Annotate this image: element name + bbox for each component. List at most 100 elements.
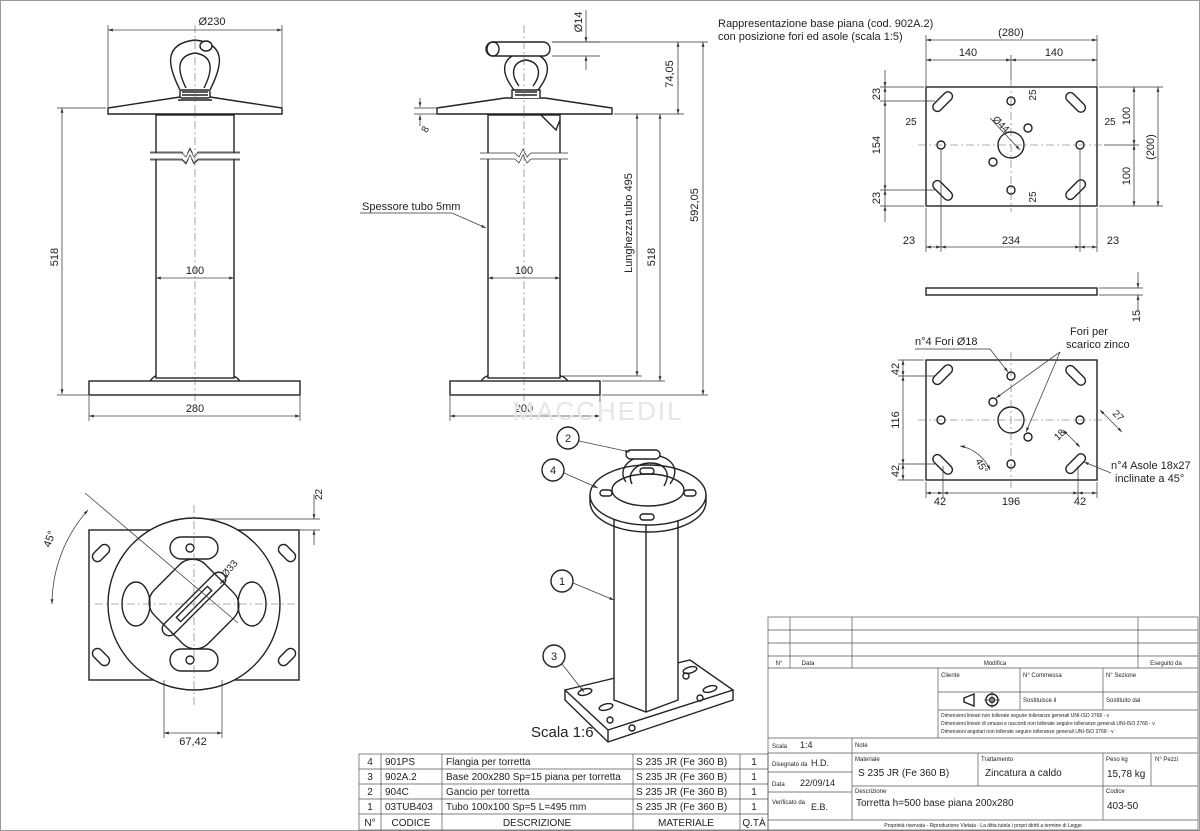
svg-text:2: 2 bbox=[565, 433, 571, 445]
base-detail-bottom: n°4 Fori Ø18 Fori per scarico zinco 42 1… bbox=[890, 326, 1191, 508]
note-label: Note bbox=[855, 743, 868, 749]
bom-row-n: 3 bbox=[367, 772, 373, 783]
projection-symbol bbox=[963, 692, 1000, 708]
balloon-4: 4 bbox=[541, 458, 599, 489]
side-total-label: 592,05 bbox=[689, 188, 701, 222]
peso-value: 15,78 kg bbox=[1107, 769, 1145, 780]
side-hook-dia-label: Ø14 bbox=[573, 12, 585, 33]
footer-rights: Proprietà riservata - Riproduzione Vieta… bbox=[884, 823, 1082, 829]
bom-row-code: 904C bbox=[385, 787, 409, 798]
side-tube-width-label: 100 bbox=[515, 265, 533, 277]
side-view: Ø14 74,05 592,05 518 Lunghezza tubo 495 … bbox=[360, 10, 708, 421]
base-234-label: 234 bbox=[1002, 235, 1020, 247]
tube-thickness-note: Spessore tubo 5mm bbox=[362, 201, 460, 213]
side-base-plate bbox=[449, 380, 601, 396]
peso-label: Peso kg bbox=[1106, 757, 1128, 763]
iso-scale-label: Scala 1:6 bbox=[531, 724, 594, 741]
base-detail-subtitle: con posizione fori ed asole (scala 1:5) bbox=[718, 31, 903, 43]
base-140b-label: 140 bbox=[1045, 47, 1063, 59]
rev-data-header: Data bbox=[802, 661, 815, 667]
bom-row-n: 1 bbox=[367, 802, 373, 813]
pezzi-label: N° Pezzi bbox=[1155, 757, 1178, 763]
front-base-plate bbox=[88, 380, 301, 396]
bom-row-desc: Flangia per torretta bbox=[446, 757, 531, 768]
bom-row-desc: Tubo 100x100 Sp=5 L=495 mm bbox=[446, 802, 586, 813]
base-280-label: (280) bbox=[998, 27, 1024, 39]
base-25d-label: 25 bbox=[1028, 191, 1039, 203]
base-plate-side-outline bbox=[925, 287, 1098, 296]
base-100a-label: 100 bbox=[1121, 107, 1133, 125]
rev-eseguito-header: Eseguito da bbox=[1150, 661, 1182, 667]
side-518-label: 518 bbox=[646, 248, 658, 266]
front-height-label: 518 bbox=[49, 248, 61, 266]
base-23c-label: 23 bbox=[903, 235, 915, 247]
base-100b-label: 100 bbox=[1121, 167, 1133, 185]
bot-42c-label: 42 bbox=[934, 496, 946, 508]
bom-header-code: CODICE bbox=[392, 818, 431, 829]
bom-row-mat: S 235 JR (Fe 360 B) bbox=[636, 772, 727, 783]
bom-row-qty: 1 bbox=[751, 787, 757, 798]
verificato-value: E.B. bbox=[811, 802, 828, 812]
side-flange bbox=[436, 97, 613, 115]
front-view: Ø230 518 100 280 bbox=[49, 16, 301, 421]
disegnato-label: Disegnato da bbox=[772, 762, 808, 768]
front-base-width-label: 280 bbox=[186, 403, 204, 415]
sostituisce-label: Sostituisce il bbox=[1023, 698, 1056, 704]
bot-116-label: 116 bbox=[890, 411, 902, 429]
bot-42b-label: 42 bbox=[890, 465, 902, 477]
base-25b-label: 25 bbox=[1104, 117, 1116, 128]
asole-label-2: inclinate a 45° bbox=[1115, 473, 1184, 485]
side-base-width-label: 200 bbox=[515, 403, 533, 415]
scarico-label-2: scarico zinco bbox=[1066, 339, 1130, 351]
base-15-label: 15 bbox=[1131, 310, 1143, 322]
top-22-label: 22 bbox=[314, 488, 325, 500]
bom-row-mat: S 235 JR (Fe 360 B) bbox=[636, 802, 727, 813]
base-25c-label: 25 bbox=[1028, 89, 1039, 101]
svg-text:3: 3 bbox=[551, 651, 557, 663]
svg-text:1: 1 bbox=[559, 576, 565, 588]
bom-row-code: 902A.2 bbox=[385, 772, 417, 783]
data-value: 22/09/14 bbox=[800, 778, 835, 788]
bom-header-qty: Q.TÀ bbox=[742, 816, 766, 829]
bom-row-qty: 1 bbox=[751, 772, 757, 783]
side-flange-thickness-label: 8 bbox=[420, 124, 433, 135]
disegnato-value: H.D. bbox=[811, 758, 829, 768]
sezione-label: N° Sezione bbox=[1106, 673, 1137, 679]
bom-row-mat: S 235 JR (Fe 360 B) bbox=[636, 787, 727, 798]
rev-modifica-header: Modifica bbox=[984, 661, 1007, 667]
base-25a-label: 25 bbox=[905, 117, 917, 128]
top-6742-label: 67,42 bbox=[179, 736, 207, 748]
commessa-label: N° Commessa bbox=[1023, 673, 1062, 679]
descrizione-value: Torretta h=500 base piana 200x280 bbox=[856, 798, 1014, 809]
bom-row-qty: 1 bbox=[751, 757, 757, 768]
front-tube-width-label: 100 bbox=[186, 265, 204, 277]
top-view: 45° 22 Ø33 67,42 bbox=[42, 488, 325, 748]
bom-row-desc: Base 200x280 Sp=15 piana per torretta bbox=[446, 772, 621, 783]
sostituito-label: Sostituito dal bbox=[1106, 698, 1140, 704]
bom-row-qty: 1 bbox=[751, 802, 757, 813]
balloon-2: 2 bbox=[556, 426, 631, 453]
watermark: MACCHEDIL bbox=[512, 396, 683, 426]
materiale-value: S 235 JR (Fe 360 B) bbox=[858, 768, 949, 779]
bom-header-mat: MATERIALE bbox=[658, 818, 714, 829]
rev-n-header: N° bbox=[776, 661, 783, 667]
bom-row-mat: S 235 JR (Fe 360 B) bbox=[636, 757, 727, 768]
base-23a-label: 23 bbox=[871, 88, 883, 100]
side-tube-length-label: Lunghezza tubo 495 bbox=[623, 173, 635, 273]
balloon-3: 3 bbox=[542, 644, 585, 693]
bom-header-desc: DESCRIZIONE bbox=[503, 818, 572, 829]
bot-196-label: 196 bbox=[1002, 496, 1020, 508]
bom-row-desc: Gancio per torretta bbox=[446, 787, 530, 798]
bom-row-n: 2 bbox=[367, 787, 373, 798]
base-detail-title: Rappresentazione base piana (cod. 902A.2… bbox=[718, 18, 933, 30]
bill-of-materials: 4 901PS Flangia per torretta S 235 JR (F… bbox=[358, 753, 769, 831]
bot-42d-label: 42 bbox=[1074, 496, 1086, 508]
trattamento-label: Trattamento bbox=[981, 757, 1014, 763]
bom-row-code: 03TUB403 bbox=[385, 802, 433, 813]
base-154-label: 154 bbox=[871, 136, 883, 154]
base-23d-label: 23 bbox=[1107, 235, 1119, 247]
top-45-label: 45° bbox=[42, 529, 59, 549]
base-140a-label: 140 bbox=[959, 47, 977, 59]
descrizione-label: Descrizione bbox=[855, 789, 887, 795]
